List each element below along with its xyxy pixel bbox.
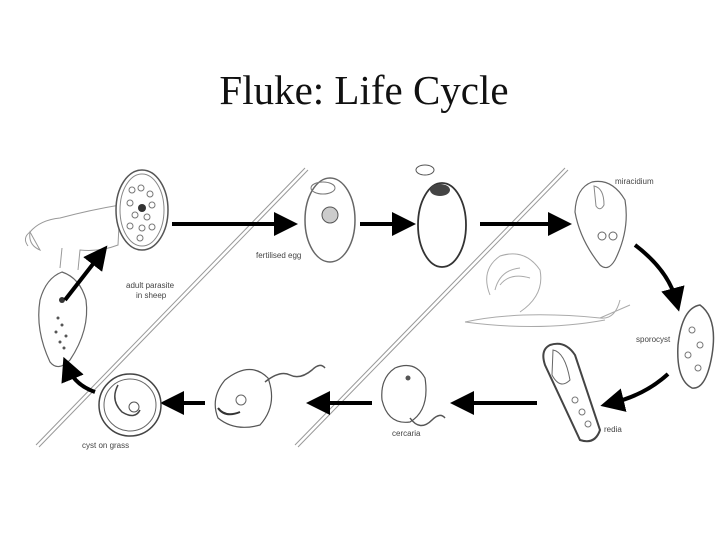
label-in-sheep: in sheep xyxy=(136,291,167,300)
miracidium-illustration xyxy=(574,180,627,269)
label-miracidium: miracidium xyxy=(615,177,654,186)
label-sporocyst: sporocyst xyxy=(636,335,671,344)
adult-fluke-illustration xyxy=(38,271,88,368)
slide-title: Fluke: Life Cycle xyxy=(219,67,509,113)
redia-illustration xyxy=(542,342,602,443)
arrow-fluke-to-sheep xyxy=(63,245,108,302)
host-boundary-line-right xyxy=(294,167,569,448)
label-cercaria: cercaria xyxy=(392,429,421,438)
host-boundary-line-left xyxy=(35,167,309,448)
arrow-cyst-to-fluke xyxy=(61,356,96,394)
label-fertilised-egg: fertilised egg xyxy=(256,251,301,260)
label-cyst-on-grass: cyst on grass xyxy=(82,441,129,450)
cercaria-illustration xyxy=(381,365,446,427)
sheep-illustration xyxy=(24,204,121,271)
arrow-miracidium-to-sporocyst xyxy=(633,243,685,312)
cyst-on-grass-illustration xyxy=(98,373,162,437)
snail-illustration xyxy=(464,253,631,328)
adult-parasite-egg-cluster xyxy=(115,169,169,251)
label-adult-parasite: adult parasite xyxy=(126,281,175,290)
hatching-egg-illustration xyxy=(415,164,467,268)
arrow-sporocyst-to-redia xyxy=(600,372,670,412)
encysting-cercaria-illustration xyxy=(214,364,326,428)
label-redia: redia xyxy=(604,425,622,434)
fertilised-egg-illustration xyxy=(304,177,356,263)
sporocyst-illustration xyxy=(677,304,715,389)
